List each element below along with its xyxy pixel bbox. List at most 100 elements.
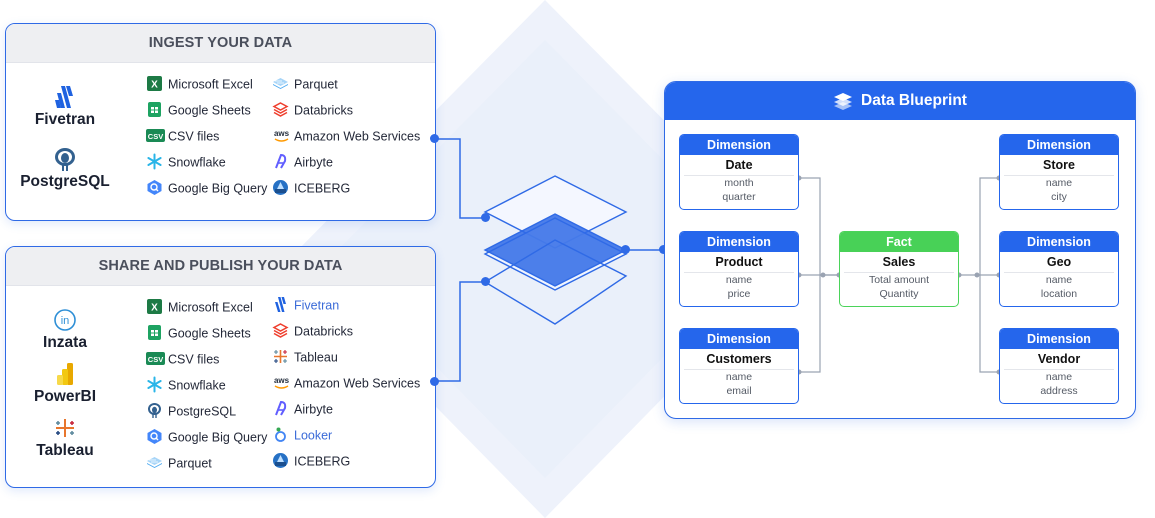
source-item-google-big-query[interactable]: Google Big Query xyxy=(146,427,267,447)
card-field: name xyxy=(725,371,753,383)
source-label: Microsoft Excel xyxy=(168,300,253,315)
bigquery-icon xyxy=(146,428,163,445)
ingest-connector-dot xyxy=(430,134,439,143)
card-title: Customers xyxy=(684,349,794,370)
source-item-csv-files[interactable]: CSV CSV files xyxy=(146,126,219,146)
source-item-iceberg[interactable]: ICEBERG xyxy=(272,451,350,471)
source-item-iceberg[interactable]: ICEBERG xyxy=(272,178,350,198)
blueprint-title: Data Blueprint xyxy=(861,92,967,109)
source-item-tableau[interactable]: Tableau xyxy=(272,347,338,367)
share-panel-title: SHARE AND PUBLISH YOUR DATA xyxy=(6,247,435,286)
source-label: Tableau xyxy=(294,350,338,365)
source-item-google-sheets[interactable]: Google Sheets xyxy=(146,100,251,120)
logo-label: Inzata xyxy=(43,334,87,351)
iceberg-icon xyxy=(272,179,289,196)
card-field: city xyxy=(1051,191,1067,203)
blueprint-header: Data Blueprint xyxy=(665,82,1135,120)
blueprint-relations xyxy=(796,175,1002,375)
source-label: Fivetran xyxy=(294,298,340,313)
source-item-airbyte[interactable]: Airbyte xyxy=(272,399,333,419)
csv-icon: CSV xyxy=(146,127,165,144)
card-type: Dimension xyxy=(1000,135,1118,155)
postgresql-icon xyxy=(146,402,163,419)
source-label: Amazon Web Services xyxy=(294,129,421,144)
blueprint-connector-dot xyxy=(659,245,668,254)
source-item-parquet[interactable]: Parquet xyxy=(272,74,338,94)
source-item-parquet[interactable]: Parquet xyxy=(146,453,212,473)
dimension-card-geo[interactable]: Dimension Geo name location xyxy=(999,231,1119,307)
airbyte-icon xyxy=(272,153,289,170)
logo-label: Tableau xyxy=(36,442,94,459)
source-label: CSV files xyxy=(168,352,220,367)
source-item-looker[interactable]: Looker xyxy=(272,425,332,445)
card-type: Dimension xyxy=(680,232,798,252)
source-item-postgresql[interactable]: PostgreSQL xyxy=(146,401,236,421)
fivetran-icon xyxy=(55,86,73,108)
source-label: Airbyte xyxy=(294,155,333,170)
card-field: address xyxy=(1040,385,1078,397)
share-connector-dot xyxy=(430,377,439,386)
snowflake-icon xyxy=(146,376,163,393)
card-field: location xyxy=(1040,288,1078,300)
snowflake-icon xyxy=(146,153,163,170)
postgresql-icon xyxy=(55,148,75,171)
dimension-card-vendor[interactable]: Dimension Vendor name address xyxy=(999,328,1119,404)
card-type: Fact xyxy=(840,232,958,252)
dimension-card-date[interactable]: Dimension Date month quarter xyxy=(679,134,799,210)
source-label: Snowflake xyxy=(168,378,226,393)
source-label: Google Big Query xyxy=(168,430,268,445)
svg-text:X: X xyxy=(151,80,158,91)
source-label: Snowflake xyxy=(168,155,226,170)
source-item-fivetran[interactable]: Fivetran xyxy=(272,295,339,315)
layers-icon xyxy=(834,93,853,110)
source-label: Airbyte xyxy=(294,402,333,417)
source-label: ICEBERG xyxy=(294,181,351,196)
source-item-databricks[interactable]: Databricks xyxy=(272,321,353,341)
source-label: Parquet xyxy=(294,77,338,92)
logo-label: PostgreSQL xyxy=(20,173,110,190)
source-item-google-big-query[interactable]: Google Big Query xyxy=(146,178,267,198)
card-field: price xyxy=(727,288,751,300)
card-field: month xyxy=(724,177,754,189)
svg-text:CSV: CSV xyxy=(148,132,163,141)
card-title: Date xyxy=(684,155,794,176)
card-title: Vendor xyxy=(1004,349,1114,370)
dimension-card-product[interactable]: Dimension Product name price xyxy=(679,231,799,307)
source-item-airbyte[interactable]: Airbyte xyxy=(272,152,333,172)
source-label: CSV files xyxy=(168,129,220,144)
svg-text:aws: aws xyxy=(274,376,290,385)
source-item-google-sheets[interactable]: Google Sheets xyxy=(146,323,251,343)
logo-label: Fivetran xyxy=(34,111,96,128)
card-field: name xyxy=(1045,177,1073,189)
excel-icon: X xyxy=(146,75,163,92)
parquet-icon xyxy=(146,454,163,471)
source-label: Parquet xyxy=(168,456,212,471)
svg-text:X: X xyxy=(151,303,158,314)
aws-icon: aws xyxy=(272,374,290,391)
card-field: email xyxy=(726,385,752,397)
svg-text:aws: aws xyxy=(274,129,290,138)
fact-card-sales[interactable]: Fact Sales Total amount Quantity xyxy=(839,231,959,307)
share-panel: SHARE AND PUBLISH YOUR DATA in Inzata Po… xyxy=(5,246,436,488)
bigquery-icon xyxy=(146,179,163,196)
logo-postgresql: PostgreSQL xyxy=(10,146,120,191)
source-item-snowflake[interactable]: Snowflake xyxy=(146,152,226,172)
aws-icon: aws xyxy=(272,127,290,144)
source-item-amazon-web-services[interactable]: aws Amazon Web Services xyxy=(272,126,420,146)
dimension-card-customers[interactable]: Dimension Customers name email xyxy=(679,328,799,404)
hub-dot-bottom xyxy=(481,277,490,286)
card-type: Dimension xyxy=(1000,232,1118,252)
source-item-databricks[interactable]: Databricks xyxy=(272,100,353,120)
dimension-card-store[interactable]: Dimension Store name city xyxy=(999,134,1119,210)
card-field: name xyxy=(1045,371,1073,383)
source-item-microsoft-excel[interactable]: X Microsoft Excel xyxy=(146,297,253,317)
logo-tableau: Tableau xyxy=(10,415,120,460)
source-item-snowflake[interactable]: Snowflake xyxy=(146,375,226,395)
source-label: Google Big Query xyxy=(168,181,268,196)
card-title: Store xyxy=(1004,155,1114,176)
source-label: Google Sheets xyxy=(168,103,251,118)
